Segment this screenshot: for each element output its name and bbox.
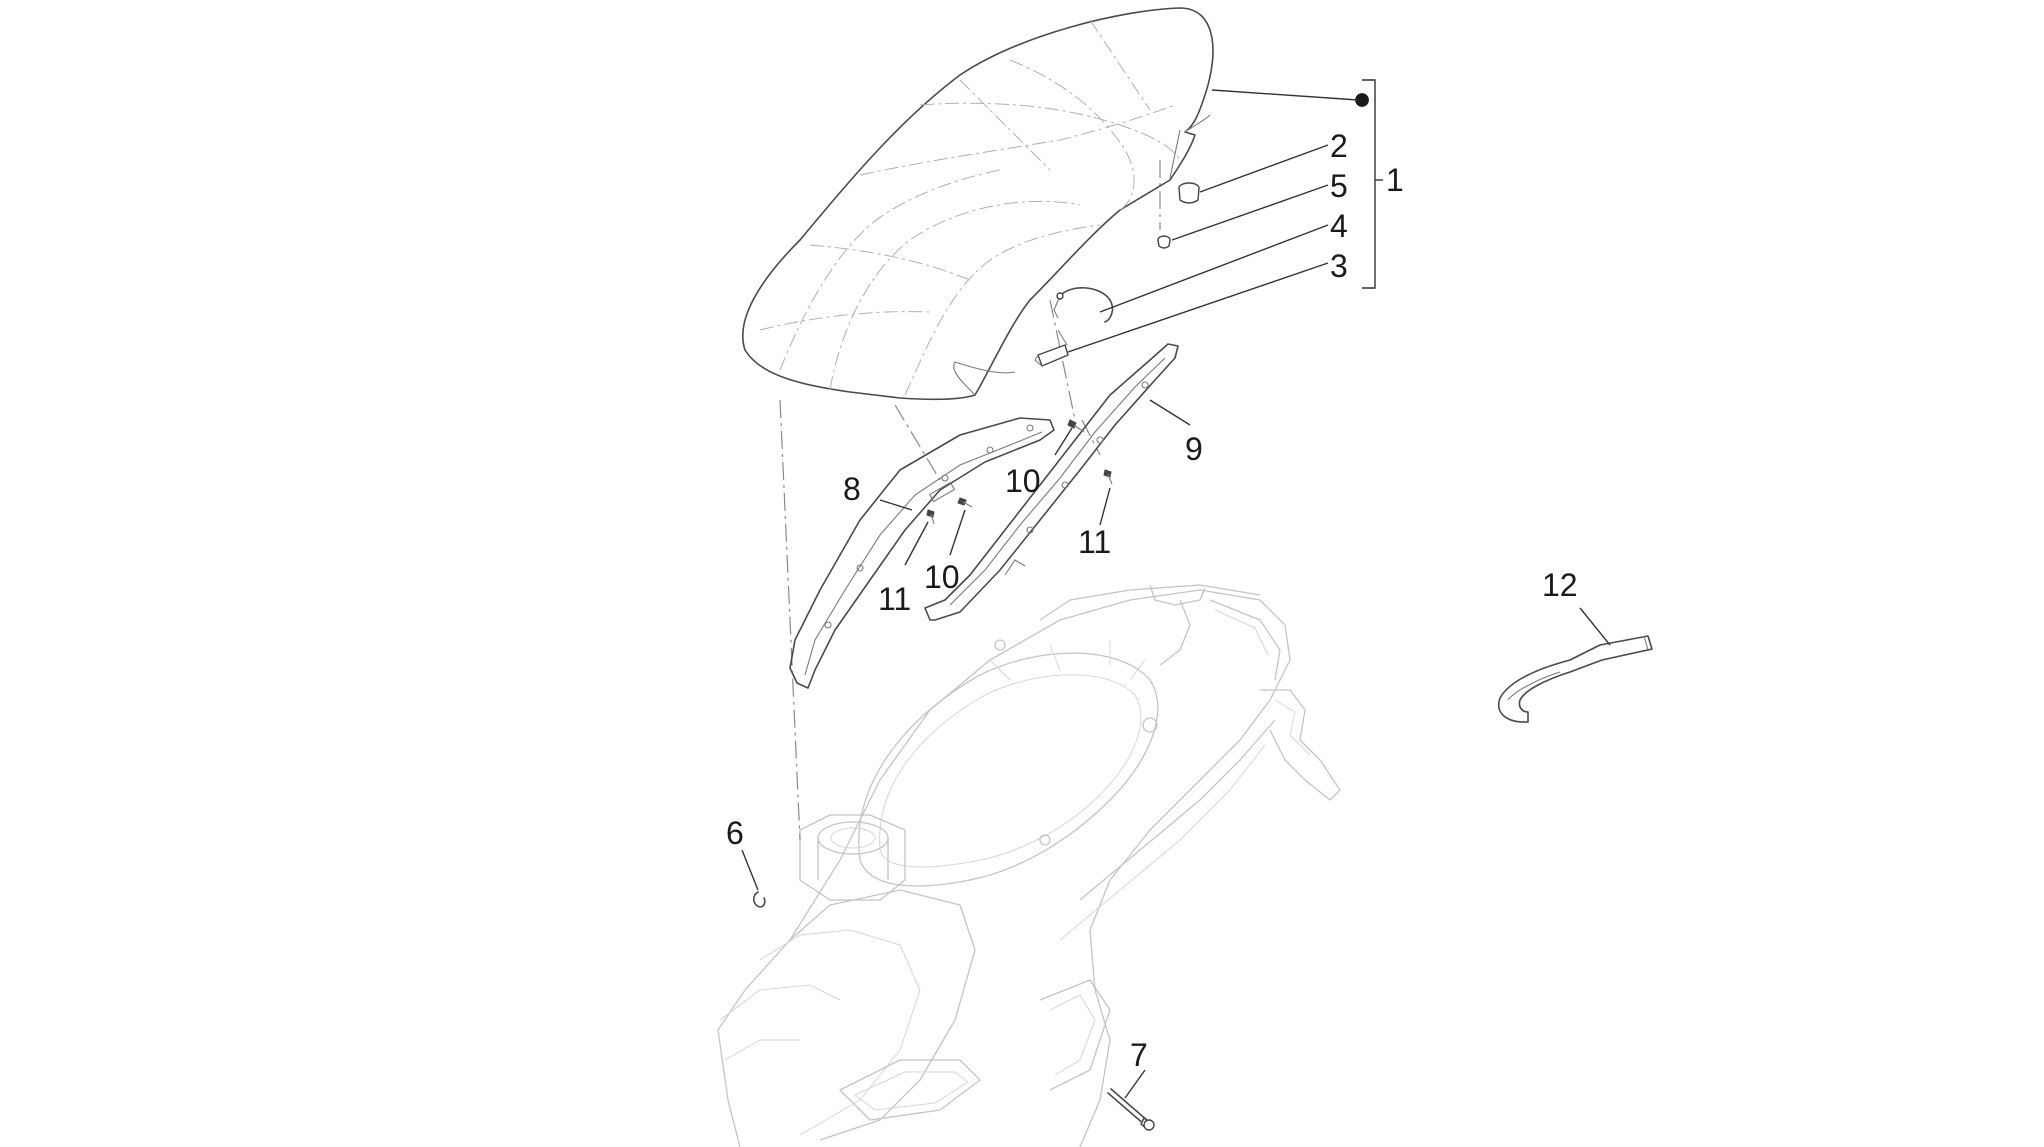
screw-part-10-upper [1067,419,1085,433]
leader-lines [741,89,1611,1099]
screws [926,419,1113,525]
screw-part-11-upper [1103,469,1113,485]
callout-9: 9 [1185,431,1203,467]
callout-7: 7 [1130,1037,1148,1073]
leader-7 [1124,1069,1146,1099]
callout-12: 12 [1542,567,1578,603]
seat-hardware: ● [1034,80,1372,367]
leader-2 [1199,144,1329,193]
leader-10-lower [949,509,966,556]
leader-3 [1067,262,1329,353]
alignment-lines [779,160,1161,841]
pin-part-7 [1107,1088,1155,1132]
rubber-buffer-part-2 [1178,182,1200,204]
bullet-symbol: ● [1352,80,1371,116]
callout-8: 8 [843,471,861,507]
leader-6 [741,849,759,891]
group-bracket [1362,79,1383,289]
callout-11-upper: 11 [878,581,911,617]
callout-10-upper: 10 [1005,463,1041,499]
clip-part-6 [752,891,766,908]
leader-11-upper [1099,487,1111,526]
leader-4 [1099,224,1329,313]
seat-part [742,7,1214,401]
callout-3: 3 [1330,248,1348,284]
callout-2: 2 [1330,128,1348,164]
nut-part-5 [1157,235,1171,249]
leader-12 [1579,607,1611,646]
callout-11-lower: 11 [1078,524,1111,560]
scooter-rear-body-ghost [717,584,1341,1147]
side-rail-part-9 [924,343,1179,621]
latch-part-3 [1034,344,1069,367]
cable-part-4 [1053,287,1114,323]
callout-1: 1 [1386,162,1404,198]
side-rail-part-8 [789,417,1055,689]
hook-wrench-part-12 [1498,635,1653,723]
leader-5 [1171,184,1329,241]
screw-part-11-lower [926,509,935,525]
leader-9 [1149,399,1191,426]
callout-4: 4 [1330,208,1348,244]
leader-10-upper [1054,427,1073,456]
leader-8 [879,499,913,511]
callout-6: 6 [726,815,744,851]
callout-labels: 1 2 5 4 3 9 10 8 11 10 11 12 6 7 [726,128,1578,1073]
callout-5: 5 [1330,168,1348,204]
screw-part-10-lower [957,497,973,508]
leader-bullet [1211,89,1359,101]
leader-11-lower [904,521,929,566]
callout-10-lower: 10 [924,559,960,595]
